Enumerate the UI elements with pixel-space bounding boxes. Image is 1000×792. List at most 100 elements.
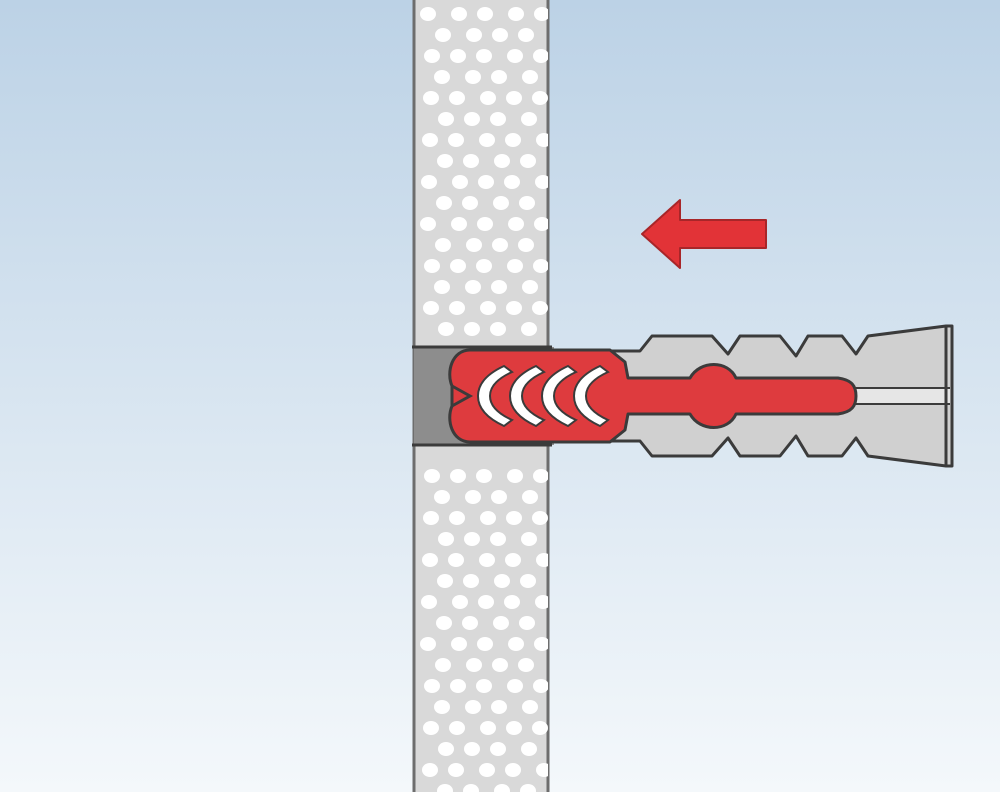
wall-perforation-dot xyxy=(536,553,548,567)
wall-perforation-dot xyxy=(448,763,464,777)
wall-perforation-dot xyxy=(449,91,465,105)
wall-perforation-dot xyxy=(422,553,438,567)
wall-perforation-dot xyxy=(424,679,440,693)
wall-perforation-dot xyxy=(451,637,467,651)
wall-perforation-dot xyxy=(490,532,506,546)
anchor-chevron-ribs xyxy=(476,364,610,428)
wall-perforation-dot xyxy=(494,784,510,792)
wall-perforation-dot xyxy=(424,469,440,483)
wall-perforation-dot xyxy=(506,721,522,735)
wall-perforation-dot xyxy=(420,7,436,21)
wall-perforation-dot xyxy=(492,238,508,252)
wall-perforation-dot xyxy=(438,112,454,126)
wall-perforation-dot xyxy=(452,595,468,609)
wall-perforation-dot xyxy=(521,532,537,546)
wall-perforation-dot xyxy=(464,112,480,126)
wall-perforation-dot xyxy=(506,301,522,315)
wall-perforation-dot xyxy=(532,91,548,105)
wall-perforation-dot xyxy=(450,259,466,273)
wall-perforation-dot xyxy=(435,28,451,42)
wall-perforation-dot xyxy=(494,154,510,168)
wall-perforation-dot xyxy=(522,490,538,504)
wall-perforation-dot xyxy=(421,175,437,189)
wall-perforation-dot xyxy=(533,259,548,273)
wall-perforation-dot xyxy=(464,742,480,756)
wall-perforation-dot xyxy=(476,469,492,483)
wall-perforation-dot xyxy=(450,469,466,483)
wall-perforation-dot xyxy=(520,784,536,792)
wall-perforation-dot xyxy=(520,154,536,168)
wall-perforation-dot xyxy=(476,259,492,273)
wall-perforation-dot xyxy=(424,259,440,273)
wall-perforation-dot xyxy=(521,742,537,756)
wall-perforation-dot xyxy=(478,595,494,609)
wall-perforation-dot xyxy=(522,280,538,294)
wall-perforation-dot xyxy=(536,133,548,147)
chevron-rib xyxy=(540,364,578,428)
wall-perforation-dot xyxy=(463,784,479,792)
wall-perforation-dot xyxy=(423,721,439,735)
wall-perforation-dot xyxy=(478,175,494,189)
wall-perforation-dot xyxy=(533,49,548,63)
wall-perforation-dot xyxy=(434,280,450,294)
wall-perforation-dot xyxy=(480,511,496,525)
wall-perforation-dot xyxy=(437,784,453,792)
wall-perforation-dot xyxy=(434,70,450,84)
chevron-rib xyxy=(572,364,610,428)
wall-perforation-dot xyxy=(505,133,521,147)
wall-perforation-dot xyxy=(491,700,507,714)
wall-perforation-dot xyxy=(438,322,454,336)
chevron-rib xyxy=(508,364,546,428)
wall-perforation-dot xyxy=(434,490,450,504)
wall-perforation-dot xyxy=(448,553,464,567)
wall-perforation-dot xyxy=(480,721,496,735)
wall-perforation-dot xyxy=(493,196,509,210)
wall-perforation-dot xyxy=(422,133,438,147)
wall-perforation-dot xyxy=(508,637,524,651)
wall-perforation-dot xyxy=(466,238,482,252)
wall-perforation-dot xyxy=(521,112,537,126)
wall-perforation-dot xyxy=(435,238,451,252)
wall-perforation-dot xyxy=(519,196,535,210)
wall-perforation-dot xyxy=(518,238,534,252)
wall-perforation-dot xyxy=(535,595,548,609)
wall-perforation-dot xyxy=(436,196,452,210)
wall-perforation-dot xyxy=(462,616,478,630)
wall-perforation-dot xyxy=(479,133,495,147)
wall-perforation-dot xyxy=(434,700,450,714)
wall-perforation-dot xyxy=(420,637,436,651)
wall-perforation-dot xyxy=(452,175,468,189)
wall-perforation-dot xyxy=(520,574,536,588)
wall-perforation-dot xyxy=(477,637,493,651)
wall-perforation-dot xyxy=(504,175,520,189)
wall-perforation-dot xyxy=(492,28,508,42)
wall-perforation-dot xyxy=(504,595,520,609)
anchor-collar-notch xyxy=(451,384,474,408)
wall-perforation-dot xyxy=(532,301,548,315)
anchor-red-body xyxy=(448,348,858,444)
wall-perforation-dot xyxy=(422,763,438,777)
wall-perforation-dot xyxy=(479,553,495,567)
wall-perforation-dot xyxy=(465,490,481,504)
wall-perforation-dot xyxy=(463,574,479,588)
wall-perforation-dot xyxy=(508,7,524,21)
wall-perforation-dot xyxy=(464,322,480,336)
chevron-rib xyxy=(476,364,514,428)
left-arrow-icon xyxy=(641,199,767,269)
wall-perforation-dot xyxy=(490,322,506,336)
wall-perforation-dot xyxy=(420,217,436,231)
wall-perforation-dot xyxy=(533,679,548,693)
wall-perforation-dot xyxy=(423,301,439,315)
wall-perforation-dot xyxy=(507,469,523,483)
wall-perforation-dot xyxy=(492,658,508,672)
wall-perforation-dot xyxy=(534,217,548,231)
wall-perforation-dot xyxy=(465,700,481,714)
wall-perforation-dot xyxy=(463,154,479,168)
anchor-red-core xyxy=(448,348,858,444)
wall-perforation-dot xyxy=(438,532,454,546)
wall-perforation-dot xyxy=(450,49,466,63)
wall-perforation-dot xyxy=(465,280,481,294)
wall-perforation-dot xyxy=(532,721,548,735)
